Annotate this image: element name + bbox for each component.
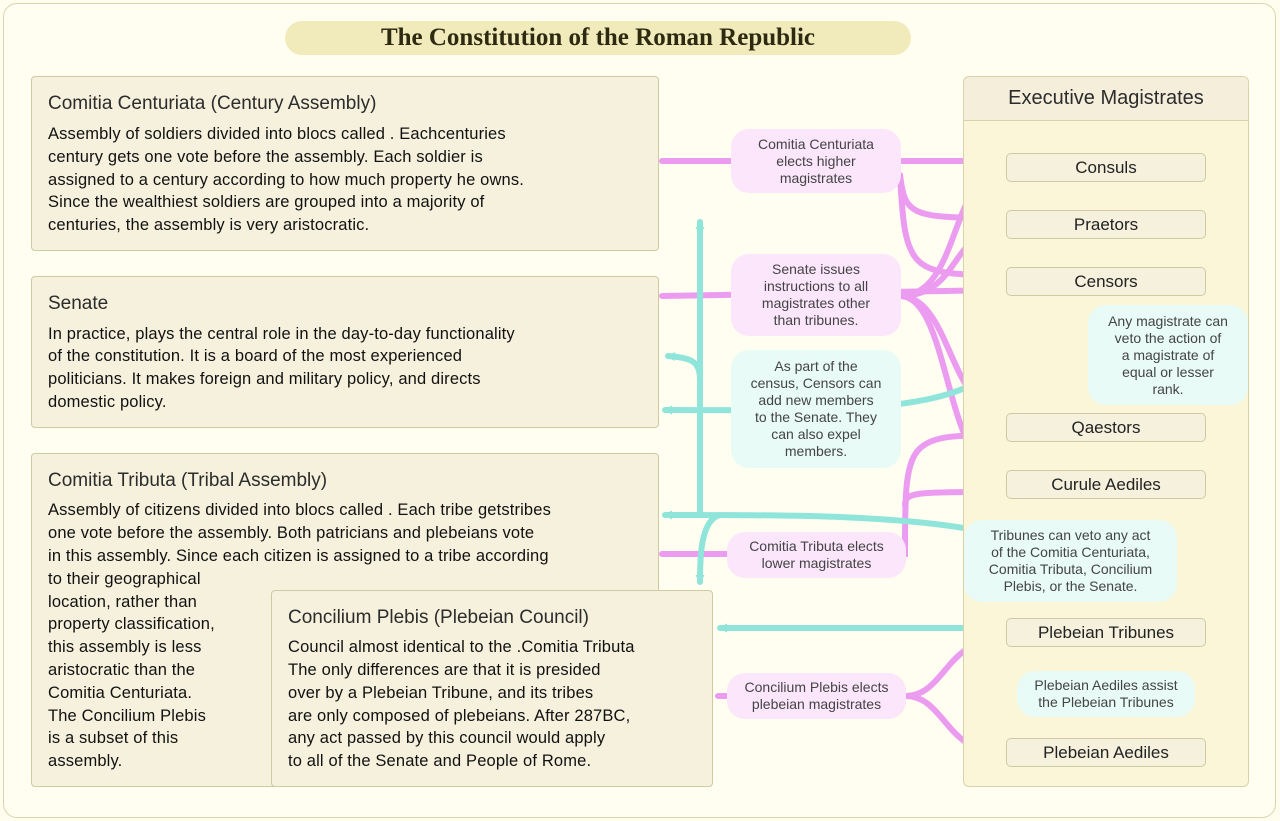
- note-line: Tribunes can veto any act: [990, 527, 1151, 543]
- centuriata-line: assigned to a century according to how m…: [48, 171, 524, 189]
- centuriata-line: Assembly of soldiers divided into blocs …: [48, 125, 506, 143]
- tributa-line: one vote before the assembly. Both patri…: [48, 524, 535, 542]
- note-line: the Plebeian Tribunes: [1038, 694, 1174, 710]
- plebis-box: Concilium Plebis (Plebeian Council) Coun…: [271, 590, 713, 787]
- note-line: elects higher: [776, 152, 856, 169]
- tributa-line: Assembly of citizens divided into blocs …: [48, 501, 551, 519]
- note-line: veto the action of: [1114, 329, 1222, 346]
- note-line: magistrates: [779, 169, 853, 186]
- note-senate-instructs: Senate issues instructions to all magist…: [731, 254, 901, 336]
- tributa-line: Comitia Centuriata.: [48, 684, 193, 702]
- arrow-tribunes-veto-senate: [665, 352, 703, 383]
- note-censors-senate: As part of the census, Censors can add n…: [731, 350, 901, 468]
- note-line: can also expel: [771, 426, 861, 442]
- senate-box: Senate In practice, plays the central ro…: [31, 276, 659, 428]
- tributa-line: in this assembly. Since each citizen is …: [48, 547, 549, 565]
- plebis-line: over by a Plebeian Tribune, and its trib…: [288, 684, 594, 702]
- note-line: Plebis, or the Senate.: [1003, 578, 1138, 594]
- tributa-line: assembly.: [48, 752, 123, 770]
- note-line: Senate issues: [772, 261, 860, 277]
- note-line: magistrates other: [761, 295, 871, 311]
- plebis-line: any act passed by this council would app…: [288, 729, 606, 747]
- note-line: equal or lesser: [1122, 363, 1214, 380]
- note-line: a magistrate of: [1121, 346, 1215, 363]
- note-line: Concilium Plebis elects: [744, 679, 889, 695]
- note-veto: Any magistrate can veto the action of a …: [1088, 305, 1248, 405]
- centuriata-line: Since the wealthiest soldiers are groupe…: [48, 193, 485, 211]
- tributa-line: aristocratic than the: [48, 661, 196, 679]
- senate-line: of the constitution. It is a board of th…: [48, 347, 463, 365]
- plebis-line: are only composed of plebeians. After 28…: [288, 707, 631, 725]
- note-line: than tribunes.: [773, 312, 859, 328]
- centuriata-line: century gets one vote before the assembl…: [48, 148, 483, 166]
- note-line: lower magistrates: [761, 555, 872, 571]
- note-line: Comitia Tributa, Concilium: [988, 561, 1153, 577]
- note-line: As part of the: [774, 358, 858, 374]
- plebis-line: to all of the Senate and People of Rome.: [288, 752, 592, 770]
- tributa-line: to their geographical: [48, 570, 201, 588]
- plebis-title: Concilium Plebis (Plebeian Council): [288, 607, 589, 628]
- note-line: Any magistrate can: [1108, 312, 1228, 329]
- tributa-line: property classification,: [48, 615, 215, 633]
- note-line: to the Senate. They: [755, 409, 877, 425]
- arrow-tribunes-veto-plebis: [695, 512, 723, 585]
- note-line: census, Censors can: [750, 375, 882, 391]
- note-centuriata-elects: Comitia Centuriata elects higher magistr…: [731, 129, 901, 193]
- page-title: The Constitution of the Roman Republic: [285, 21, 911, 55]
- note-aediles-assist: Plebeian Aediles assist the Plebeian Tri…: [1017, 671, 1195, 717]
- magistrate-consuls: Consuls: [1006, 153, 1206, 182]
- note-line: rank.: [1152, 380, 1184, 397]
- plebis-line: Council almost identical to the .Comitia…: [288, 638, 635, 656]
- note-plebis-elects: Concilium Plebis elects plebeian magistr…: [727, 673, 906, 719]
- tributa-title: Comitia Tributa (Tribal Assembly): [48, 470, 328, 491]
- note-line: plebeian magistrates: [751, 696, 882, 712]
- note-line: Comitia Tributa elects: [749, 538, 884, 554]
- note-line: Comitia Centuriata: [758, 135, 874, 152]
- tributa-line: is a subset of this: [48, 729, 179, 747]
- note-line: add new members: [758, 392, 874, 408]
- tributa-line: The Concilium Plebis: [48, 707, 206, 725]
- magistrate-qaestors: Qaestors: [1006, 413, 1206, 442]
- note-line: instructions to all: [763, 278, 869, 294]
- magistrate-praetors: Praetors: [1006, 210, 1206, 239]
- magistrate-censors: Censors: [1006, 267, 1206, 296]
- magistrate-plebeian-aediles: Plebeian Aediles: [1006, 738, 1206, 767]
- centuriata-line: centuries, the assembly is very aristocr…: [48, 216, 370, 234]
- plebis-line: The only differences are that it is pres…: [288, 661, 601, 679]
- senate-line: politicians. It makes foreign and milita…: [48, 370, 481, 388]
- magistrate-plebeian-tribunes: Plebeian Tribunes: [1006, 618, 1206, 647]
- note-tributa-elects: Comitia Tributa elects lower magistrates: [727, 532, 906, 578]
- tributa-line: location, rather than: [48, 593, 197, 611]
- executive-title: Executive Magistrates: [964, 77, 1248, 121]
- magistrate-curule-aediles: Curule Aediles: [1006, 470, 1206, 499]
- centuriata-box: Comitia Centuriata (Century Assembly) As…: [31, 76, 659, 251]
- senate-line: domestic policy.: [48, 393, 167, 411]
- senate-title: Senate: [48, 293, 109, 314]
- senate-line: In practice, plays the central role in t…: [48, 325, 515, 343]
- note-line: Plebeian Aediles assist: [1034, 677, 1178, 693]
- tributa-line: this assembly is less: [48, 638, 202, 656]
- note-line: of the Comitia Centuriata,: [991, 544, 1150, 560]
- centuriata-title: Comitia Centuriata (Century Assembly): [48, 93, 377, 114]
- note-tribunes-veto: Tribunes can veto any act of the Comitia…: [964, 520, 1177, 602]
- note-line: members.: [784, 443, 848, 459]
